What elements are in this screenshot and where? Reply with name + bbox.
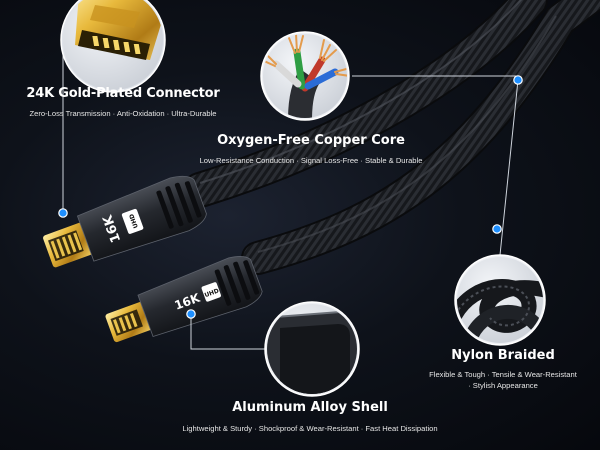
uhd-badge-lower — [201, 282, 221, 302]
braid-dot — [492, 224, 502, 234]
feature-copper-core: Oxygen-Free Copper Core Low-Resistance C… — [176, 133, 446, 165]
connector-dot — [58, 208, 68, 218]
feature-title: Nylon Braided — [451, 348, 555, 363]
feature-title: Aluminum Alloy Shell — [232, 400, 388, 415]
lower-cable — [241, 0, 600, 275]
feature-title: Oxygen-Free Copper Core — [217, 133, 405, 148]
shell-dot — [186, 309, 196, 319]
feature-nylon-braided: Nylon Braided Flexible & Tough · Tensile… — [428, 348, 578, 391]
upper-connector: 16K UHD — [43, 175, 207, 268]
aluminum-shell-detail — [264, 301, 360, 397]
feature-aluminum-shell: Aluminum Alloy Shell Lightweight & Sturd… — [150, 400, 470, 433]
callout-dots — [58, 75, 523, 319]
gold-connector-detail — [60, 0, 166, 93]
uhd-badge-upper — [121, 208, 144, 234]
copper-dot — [513, 75, 523, 85]
feature-gold-connector: 24K Gold-Plated Connector Zero-Loss Tran… — [8, 86, 238, 118]
aluminum-shell-upper — [76, 175, 207, 262]
lower-connector: 16K UHD — [105, 256, 263, 343]
feature-description: Flexible & Tough · Tensile & Wear-Resist… — [429, 370, 577, 390]
svg-text:UHD: UHD — [128, 213, 140, 229]
copper-core-detail — [260, 31, 350, 121]
svg-text:UHD: UHD — [204, 287, 220, 299]
upper-cable — [182, 0, 548, 208]
feature-title: 24K Gold-Plated Connector — [26, 86, 220, 101]
feature-description: Zero-Loss Transmission · Anti-Oxidation … — [29, 109, 217, 118]
feature-description: Low-Resistance Conduction · Signal Loss-… — [199, 156, 423, 165]
feature-description: Lightweight & Sturdy · Shockproof & Wear… — [182, 424, 438, 433]
nylon-knot-detail — [454, 254, 546, 346]
